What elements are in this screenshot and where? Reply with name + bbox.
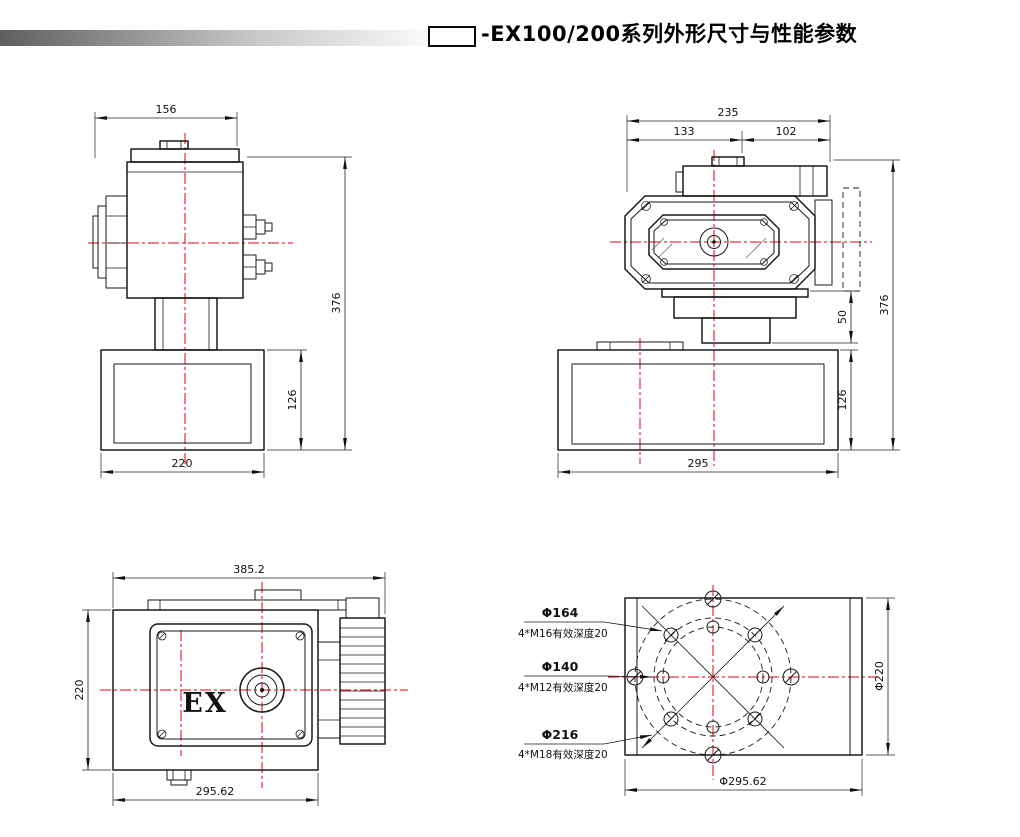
callout-dia-216: Φ216 (542, 727, 579, 742)
nameplate-hatch (651, 237, 767, 259)
left-side-view: EX (73, 563, 408, 806)
left-side-centerlines (100, 582, 408, 788)
front-view-dimensions: 156 376 126 220 (94, 103, 352, 478)
left-side-dimensions: 385.2 220 295.62 (73, 563, 386, 806)
dim-side-top-right: 102 (776, 125, 797, 138)
m16-holes (663, 627, 763, 727)
dim-front-base-height: 126 (286, 390, 299, 411)
ex-marking-label: EX (182, 688, 228, 719)
dim-side-total-height: 376 (878, 295, 891, 316)
dim-bottom-height: Φ220 (873, 661, 886, 691)
dim-front-top-width: 156 (156, 103, 177, 116)
left-side-body: EX (112, 589, 386, 786)
dim-bottom-width: Φ295.62 (719, 775, 766, 788)
dim-left-body-height: 220 (73, 680, 86, 701)
title-gradient-bar (0, 30, 428, 46)
bottom-view-body (624, 590, 863, 764)
dim-front-total-height: 376 (330, 293, 343, 314)
side-view: 235 133 102 376 50 126 295 (557, 106, 900, 478)
dim-side-bracket-height: 50 (836, 310, 849, 324)
dim-left-body-width: 295.62 (196, 785, 235, 798)
side-view-body (557, 156, 861, 451)
hidden-outline (842, 187, 861, 292)
side-view-dimensions: 235 133 102 376 50 126 295 (557, 106, 900, 478)
bottom-view-centerlines (608, 585, 878, 780)
bottom-view-callouts: Φ164 4*M16有效深度20 Φ140 4*M12有效深度20 Φ216 4… (518, 605, 663, 761)
dim-left-total-length: 385.2 (233, 563, 265, 576)
front-view: 156 376 126 220 (88, 103, 352, 478)
cooling-fins (340, 627, 385, 737)
side-view-centerlines (610, 150, 872, 466)
bottom-view-dimensions: Φ220 Φ295.62 (624, 597, 895, 796)
dim-side-top-left: 133 (674, 125, 695, 138)
cover-screws (157, 631, 305, 739)
front-view-centerlines (88, 133, 293, 468)
callout-note-m18: 4*M18有效深度20 (518, 748, 608, 761)
front-view-body (92, 140, 273, 451)
cover-bolts (641, 201, 799, 284)
bottom-view: Φ164 4*M16有效深度20 Φ140 4*M12有效深度20 Φ216 4… (518, 585, 895, 796)
dim-side-base-height: 126 (836, 390, 849, 411)
callout-dia-140: Φ140 (542, 659, 579, 674)
dim-side-base-width: 295 (688, 457, 709, 470)
m12-holes (656, 620, 770, 734)
dim-side-top-width: 235 (718, 106, 739, 119)
dim-front-base-width: 220 (172, 457, 193, 470)
series-name-box (428, 26, 476, 47)
callout-note-m12: 4*M12有效深度20 (518, 681, 608, 694)
callout-dia-164: Φ164 (542, 605, 579, 620)
callout-note-m16: 4*M16有效深度20 (518, 627, 608, 640)
page-title: -EX100/200系列外形尺寸与性能参数 (481, 22, 858, 46)
